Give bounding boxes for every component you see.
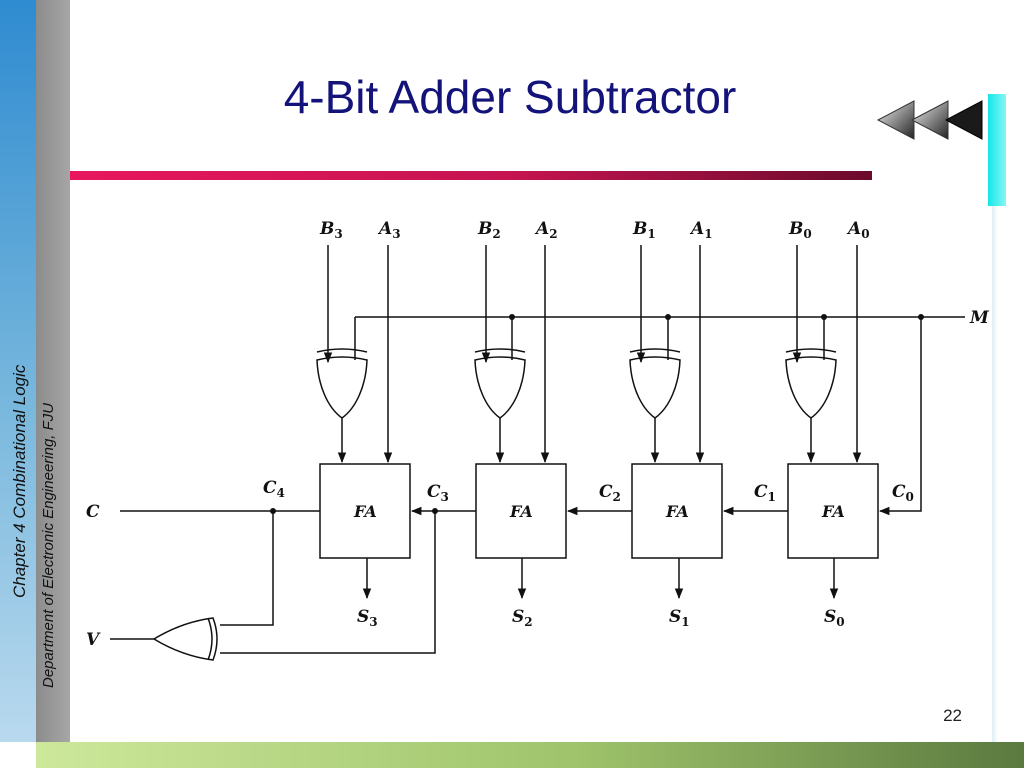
stage-0: B0 A0 FA S0 C0 (785, 219, 914, 629)
department-label: Department of Electronic Engineering, FJ… (40, 402, 57, 688)
overflow-xor-gate (152, 617, 218, 661)
xor-gate (785, 356, 837, 419)
overflow-output-label: V (86, 630, 101, 650)
xor-gate (316, 356, 368, 419)
carry-out-label: C4 (263, 478, 285, 500)
back-arrow-icon (910, 100, 949, 140)
xor-gate (474, 356, 526, 419)
a-input-label: A0 (846, 219, 870, 241)
b-input-label: B2 (477, 219, 501, 241)
carry-in-label: C2 (599, 482, 621, 504)
left-grey-bar (36, 0, 70, 742)
full-adder-label: FA (353, 502, 377, 521)
chapter-label: Chapter 4 Combinational Logic (10, 364, 29, 598)
back-arrow-icon (944, 100, 983, 140)
back-arrow-icon (876, 100, 915, 140)
mode-input-label: M (969, 308, 990, 328)
full-adder-label: FA (821, 502, 845, 521)
sum-output-label: S3 (357, 607, 378, 629)
stage-3: B3 A3 FA S3 C3 (316, 219, 449, 629)
b-input-label: B3 (319, 219, 343, 241)
right-strip (992, 206, 998, 742)
adder-subtractor-diagram: M B3 A3 FA S3 C3 B2 A2 FA S2 C2 B1 A1 (86, 219, 990, 661)
bottom-accent-bar (36, 742, 1024, 768)
carry-in-label: C1 (754, 482, 776, 504)
xor-gate (629, 356, 681, 419)
page-number: 22 (943, 706, 962, 725)
stage-1: B1 A1 FA S1 C1 (629, 219, 776, 629)
back-navigation-button[interactable] (876, 98, 988, 142)
a-input-label: A3 (377, 219, 401, 241)
left-accent-bar (0, 0, 36, 742)
sum-output-label: S1 (669, 607, 690, 629)
carry-in-label: C0 (892, 482, 914, 504)
sum-output-label: S0 (824, 607, 845, 629)
full-adder-label: FA (509, 502, 533, 521)
a-input-label: A2 (534, 219, 558, 241)
carry-output-label: C (86, 502, 100, 522)
b-input-label: B1 (632, 219, 656, 241)
full-adder-label: FA (665, 502, 689, 521)
carry-in-label: C3 (427, 482, 449, 504)
c0-wire (878, 317, 922, 516)
title-underline (70, 171, 872, 180)
slide-title: 4-Bit Adder Subtractor (283, 71, 737, 123)
b-input-label: B0 (788, 219, 812, 241)
sum-output-label: S2 (512, 607, 533, 629)
stage-2: B2 A2 FA S2 C2 (474, 219, 621, 629)
a-input-label: A1 (689, 219, 713, 241)
right-accent-bar (988, 94, 1006, 206)
